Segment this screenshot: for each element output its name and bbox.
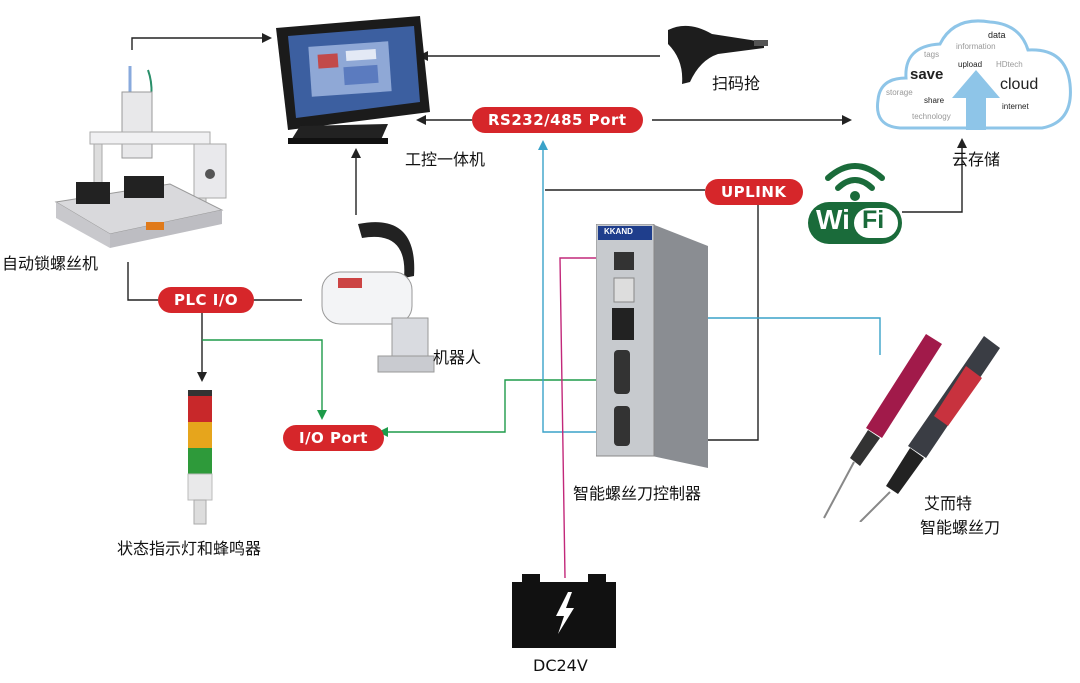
cloud-storage-icon [870,10,1080,138]
plc-io-badge: PLC I/O [158,287,255,313]
electric-screwdriver-icon [816,326,1006,523]
wire-machine-to-pc [131,33,272,50]
screwdriver-label-line1: 艾而特 [924,494,973,513]
robot-label: 机器人 [433,348,482,367]
cloud-word-tags: tags [924,50,940,59]
cloud-word-storage: storage [886,88,913,97]
wifi-text-wi: Wi [816,204,850,235]
wire-blue-tool-to-ctrl [632,313,881,355]
scanner-label: 扫码抢 [712,74,761,93]
controller-brand: KKAND [604,227,633,236]
battery-icon [512,574,616,648]
cloud-word-upload: upload [958,60,983,69]
wire-green-ctrl-to-io [378,379,630,437]
cloud-storage-label: 云存储 [952,150,1001,169]
screw-machine-label: 自动锁螺丝机 [2,254,99,273]
cloud-word-share: share [924,96,945,105]
cloud-word-data: data [988,30,1006,40]
wire-green-plc-to-io [202,339,327,420]
controller-label: 智能螺丝刀控制器 [573,484,702,503]
status-light-label: 状态指示灯和蜂鸣器 [117,539,262,558]
uplink-badge: UPLINK [705,179,803,205]
industrial-pc-label: 工控一体机 [405,150,486,169]
cloud-word-internet: internet [1002,102,1029,111]
cloud-word-technology: technology [912,112,951,121]
cloud-word-save: save [910,66,944,83]
controller-box-icon: KKAND [595,223,708,470]
wire-wifi-to-cloud [902,138,967,213]
scara-robot-icon [318,216,436,374]
wifi-text-fi: Fi [862,206,885,234]
cloud-word-information: information [956,42,996,51]
io-port-badge: I/O Port [283,425,384,451]
signal-tower-light-icon [180,386,220,526]
cloud-word-hdtech: HDtech [996,60,1023,69]
industrial-pc-monitor-icon [270,14,435,144]
rs232-port-badge: RS232/485 Port [472,107,643,133]
barcode-scanner-icon [660,20,770,90]
power-label: DC24V [533,656,588,675]
screwdriver-label-line2: 智能螺丝刀 [920,518,1001,537]
screw-machine-icon [50,62,230,252]
cloud-word-cloud: cloud [1000,76,1039,93]
wifi-icon: Wi Fi [806,158,904,248]
wire-blue-ctrl-to-rs232 [538,140,612,433]
